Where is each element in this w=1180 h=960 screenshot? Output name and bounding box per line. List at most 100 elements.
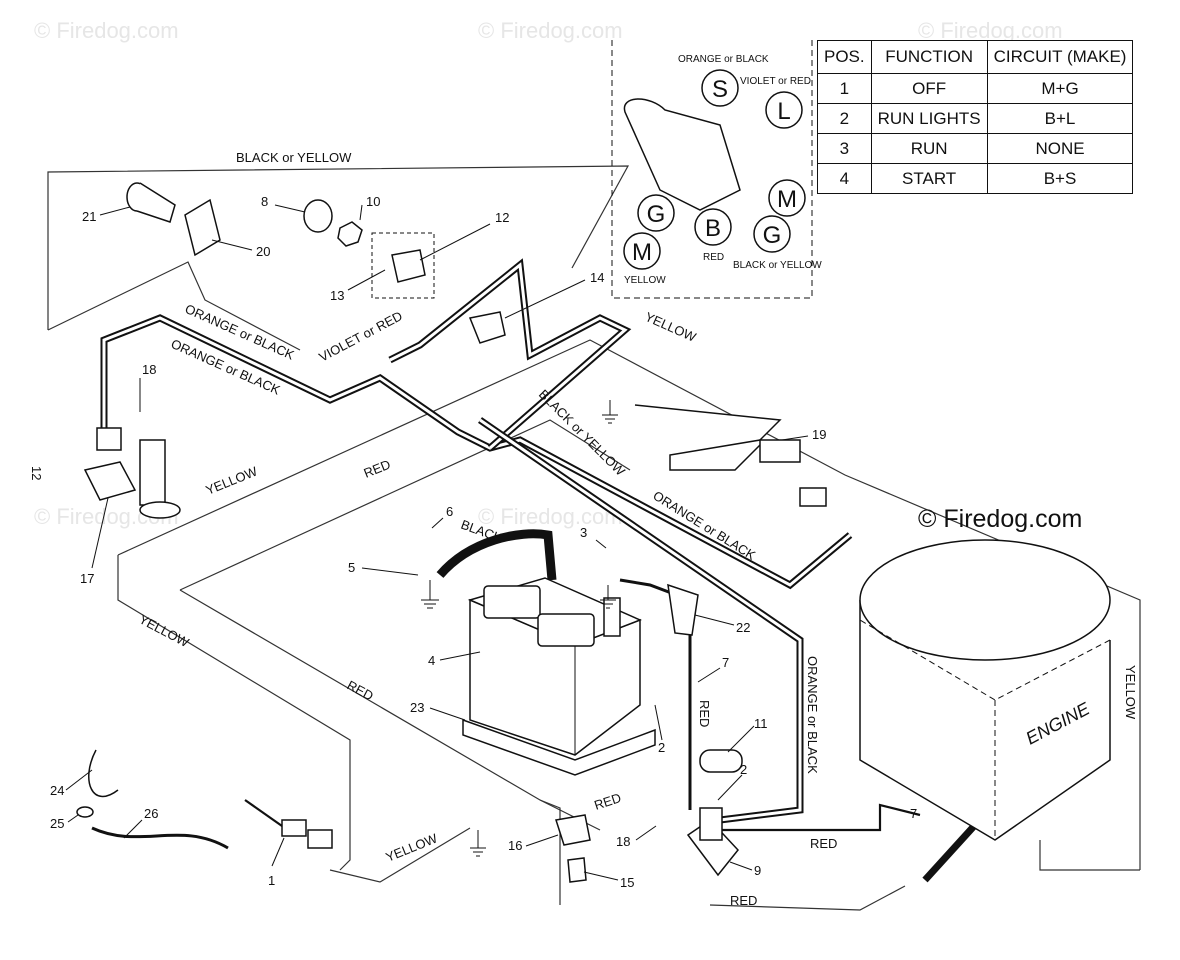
terminal-s <box>701 69 739 107</box>
callout-22: 22 <box>736 620 750 635</box>
inset-violet-label: VIOLET or RED <box>740 76 811 87</box>
callout-19: 19 <box>812 427 826 442</box>
callout-12: 12 <box>495 210 509 225</box>
terminal-m2 <box>623 232 661 270</box>
callout-10: 10 <box>366 194 380 209</box>
cell-circuit: B+S <box>986 163 1134 194</box>
connector-1a <box>281 819 307 837</box>
pad <box>699 749 743 773</box>
label-red-vertical: RED <box>697 700 712 727</box>
label-red-left-long: RED <box>345 677 376 703</box>
col-header-function: FUNCTION <box>870 40 988 74</box>
starter-cable <box>922 822 978 883</box>
label-black-yellow-top: BLACK or YELLOW <box>236 150 352 165</box>
callout-17: 17 <box>80 571 94 586</box>
cell-pos: 3 <box>817 133 872 164</box>
watermark: © Firedog.com <box>918 18 1063 43</box>
label-orange-black-vertical: ORANGE or BLACK <box>805 656 820 774</box>
watermark: © Firedog.com <box>478 18 623 43</box>
part-callouts: 21 20 8 10 12 13 14 18 12 17 19 6 5 3 22… <box>29 194 917 890</box>
terminal-b-label: B <box>705 215 721 242</box>
hex-nut <box>337 221 363 247</box>
callout-7b: 7 <box>910 806 917 821</box>
switch-connector <box>468 311 506 344</box>
callout-23: 23 <box>410 700 424 715</box>
callout-13: 13 <box>330 288 344 303</box>
label-red-bottom-1: RED <box>592 790 623 813</box>
col-header-pos: POS. <box>817 40 872 74</box>
bezel-ring <box>303 199 333 233</box>
connector-plug <box>799 487 827 507</box>
cable-26 <box>91 826 229 850</box>
label-red-bottom-2: RED <box>810 836 837 851</box>
terminal-s-label: S <box>712 76 728 103</box>
label-red-mid: RED <box>362 457 393 481</box>
connector-1b <box>307 829 333 849</box>
terminal-boot <box>667 583 699 636</box>
headlight-bulb <box>126 182 176 223</box>
cell-function: RUN <box>870 133 988 164</box>
callout-25: 25 <box>50 816 64 831</box>
copyright-notice: © Firedog.com <box>918 505 1083 533</box>
light-socket <box>184 198 221 257</box>
bracket <box>634 404 782 471</box>
label-yellow-right-top: YELLOW <box>643 309 699 345</box>
battery-tray <box>462 718 656 776</box>
watermark: © Firedog.com <box>478 504 623 529</box>
callout-24: 24 <box>50 783 64 798</box>
label-yellow-left: YELLOW <box>204 463 261 497</box>
terminal-m <box>768 179 806 217</box>
callout-9: 9 <box>754 863 761 878</box>
seat-switch <box>83 461 137 501</box>
callout-11: 11 <box>754 716 768 731</box>
callout-3: 3 <box>580 525 587 540</box>
terminal-g-label: G <box>647 201 666 228</box>
cell-circuit: M+G <box>986 73 1134 104</box>
connector-1-wire <box>244 799 283 827</box>
label-yellow-bottom: YELLOW <box>384 830 441 864</box>
solenoid-body <box>699 807 723 841</box>
callout-20: 20 <box>256 244 270 259</box>
col-header-circuit: CIRCUIT (MAKE) <box>986 40 1134 74</box>
terminal-l <box>765 91 803 129</box>
terminal-g <box>637 194 675 232</box>
label-yellow-left-long: YELLOW <box>137 611 193 650</box>
switch-position-table: POS. FUNCTION CIRCUIT (MAKE) 1 OFF M+G 2… <box>817 40 1134 194</box>
cell-circuit: NONE <box>986 133 1134 164</box>
ground-symbols <box>421 400 618 857</box>
battery <box>467 577 642 756</box>
inset-red-label: RED <box>703 252 724 263</box>
table-header-row: POS. FUNCTION CIRCUIT (MAKE) <box>817 40 1134 74</box>
callout-2a: 2 <box>658 740 665 755</box>
callout-8: 8 <box>261 194 268 209</box>
black-battery-cable <box>436 529 557 581</box>
cell-pos: 1 <box>817 73 872 104</box>
connector-17 <box>96 427 122 451</box>
callout-26: 26 <box>144 806 158 821</box>
terminal-m2-label: M <box>632 239 652 266</box>
inset-top-label: ORANGE or BLACK <box>678 54 769 65</box>
connector-19 <box>759 439 801 463</box>
cell-function: OFF <box>870 73 988 104</box>
cell-pos: 2 <box>817 103 872 134</box>
ignition-switch <box>391 249 426 283</box>
cell-function: RUN LIGHTS <box>870 103 988 134</box>
terminal-m-label: M <box>777 186 797 213</box>
callout-2b: 2 <box>740 762 747 777</box>
terminal-g2 <box>753 215 791 253</box>
label-red-bottom-3: RED <box>730 893 757 908</box>
table-row: 3 RUN NONE <box>817 133 1134 164</box>
post <box>139 439 166 506</box>
callout-12-side: 12 <box>29 466 44 480</box>
callout-4: 4 <box>428 653 435 668</box>
callout-5: 5 <box>348 560 355 575</box>
ignition-switch-inset: ORANGE or BLACK VIOLET or RED S L G B M … <box>611 40 822 299</box>
table-row: 2 RUN LIGHTS B+L <box>817 103 1134 134</box>
callout-16: 16 <box>508 838 522 853</box>
label-yellow-right-vertical: YELLOW <box>1123 665 1138 720</box>
clamp-24 <box>88 749 119 798</box>
main-harness <box>100 258 853 824</box>
cover-16 <box>555 814 591 846</box>
